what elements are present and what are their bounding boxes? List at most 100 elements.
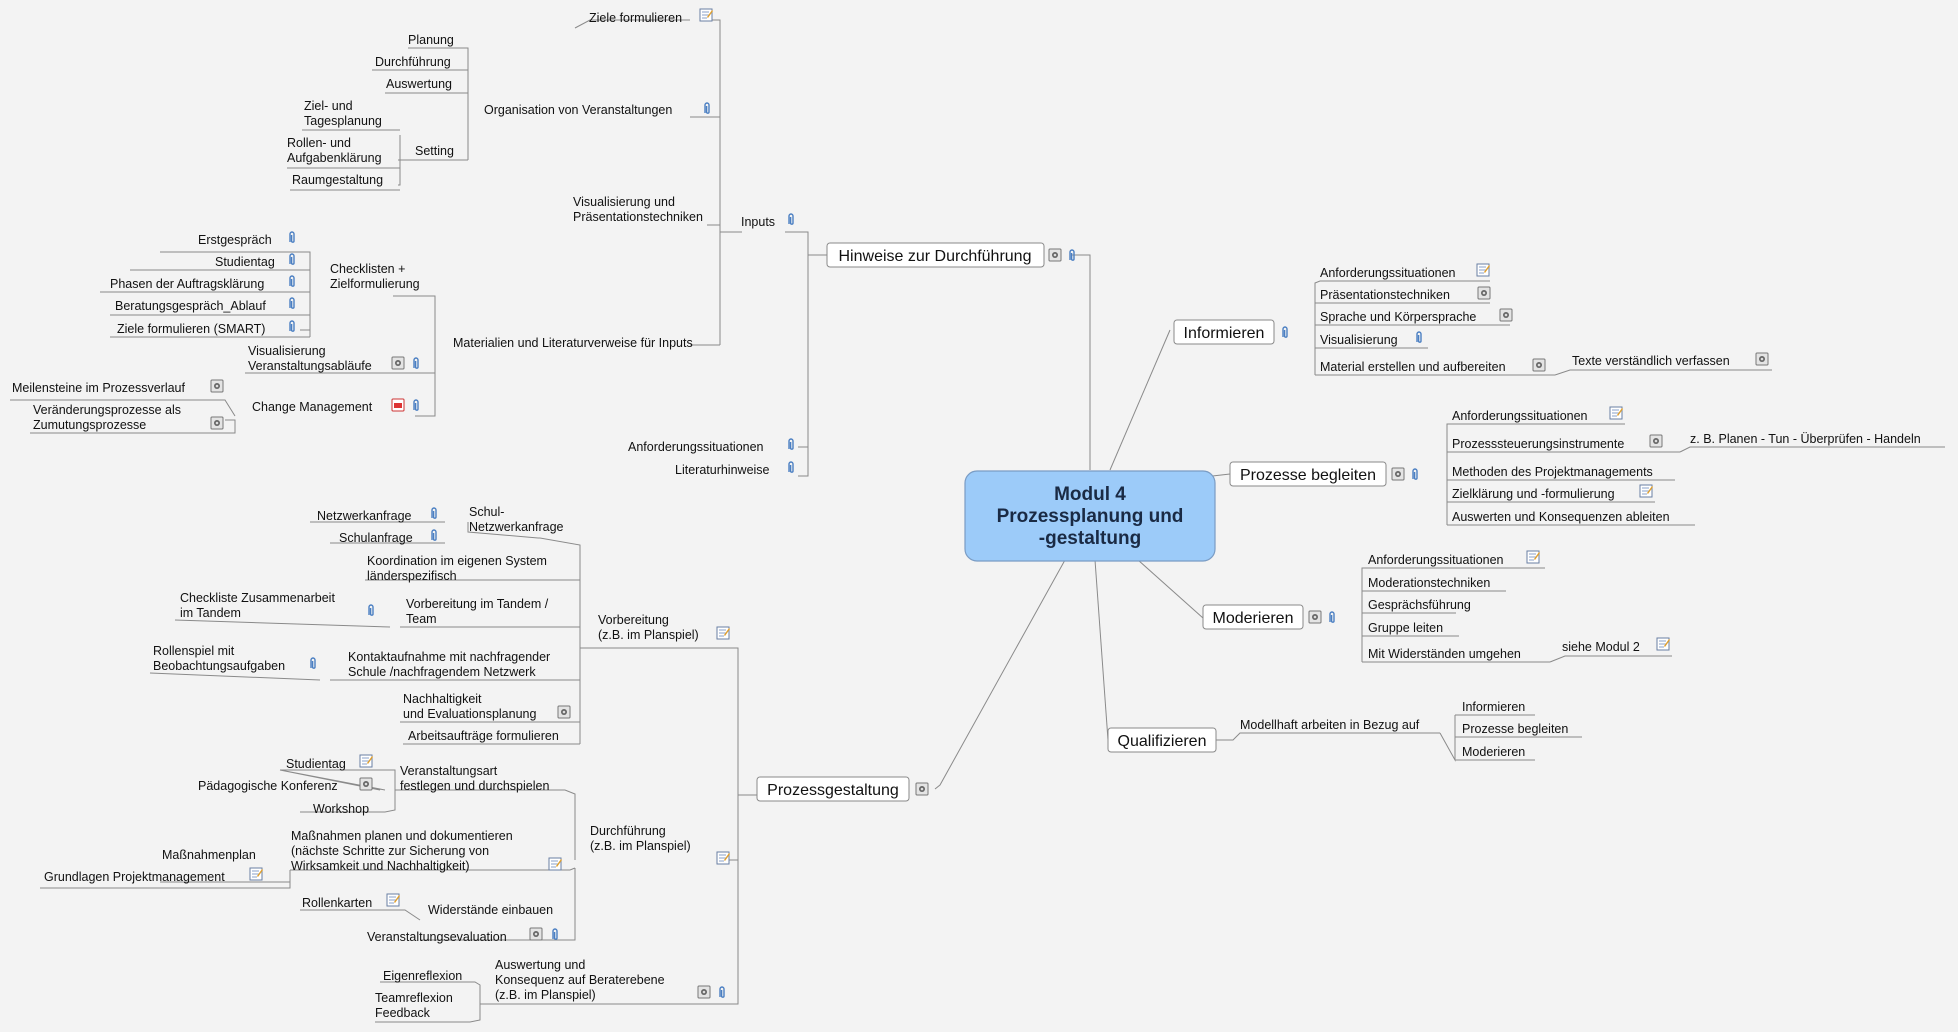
topic-schulanfrage[interactable]: Schulanfrage	[339, 531, 413, 545]
paperclip-icon[interactable]	[1069, 249, 1075, 261]
topic-inputs[interactable]: Inputs	[741, 215, 775, 229]
topic-workshop[interactable]: Workshop	[313, 802, 369, 816]
document-icon[interactable]	[1532, 358, 1546, 372]
paperclip-icon[interactable]	[289, 253, 295, 265]
paperclip-icon[interactable]	[431, 507, 437, 519]
topic-modul2[interactable]: siehe Modul 2	[1562, 640, 1640, 654]
note-icon[interactable]	[548, 857, 563, 871]
topic-studientag[interactable]: Studientag	[215, 255, 275, 269]
topic-rollenkarten[interactable]: Rollenkarten	[302, 896, 372, 910]
informieren-item[interactable]: Anforderungssituationen	[1320, 266, 1456, 280]
topic-meilensteine[interactable]: Meilensteine im Prozessverlauf	[12, 381, 186, 395]
document-icon[interactable]	[1499, 308, 1513, 322]
topic-visualisierung-1[interactable]: Visualisierung und	[573, 195, 675, 209]
topic-checkliste-1[interactable]: Checkliste Zusammenarbeit	[180, 591, 335, 605]
document-icon[interactable]	[557, 705, 571, 719]
moderieren-item[interactable]: Moderationstechniken	[1368, 576, 1490, 590]
topic-massn-1[interactable]: Maßnahmen planen und dokumentieren	[291, 829, 513, 843]
paperclip-icon[interactable]	[704, 102, 710, 114]
prozesse-item[interactable]: Methoden des Projektmanagements	[1452, 465, 1653, 479]
topic-organisation[interactable]: Organisation von Veranstaltungen	[484, 103, 672, 117]
paperclip-icon[interactable]	[1412, 468, 1418, 480]
prozesse-item[interactable]: Zielklärung und -formulierung	[1452, 487, 1615, 501]
note-icon[interactable]	[716, 626, 731, 640]
topic-nachhaltig-1[interactable]: Nachhaltigkeit	[403, 692, 482, 706]
central-topic[interactable]: Modul 4 Prozessplanung und -gestaltung	[964, 470, 1216, 562]
moderieren-item[interactable]: Anforderungssituationen	[1368, 553, 1504, 567]
topic-schul-1[interactable]: Schul-	[469, 505, 504, 519]
document-icon[interactable]	[210, 379, 224, 393]
note-icon[interactable]	[699, 8, 714, 22]
topic-erstgespraech[interactable]: Erstgespräch	[198, 233, 272, 247]
note-icon[interactable]	[1476, 263, 1491, 277]
topic-konferenz[interactable]: Pädagogische Konferenz	[198, 779, 338, 793]
document-icon[interactable]	[391, 356, 405, 370]
pdf-icon[interactable]	[391, 398, 405, 412]
paperclip-icon[interactable]	[289, 231, 295, 243]
topic-setting[interactable]: Setting	[415, 144, 454, 158]
prozesse-item[interactable]: Prozesssteuerungsinstrumente	[1452, 437, 1624, 451]
paperclip-icon[interactable]	[289, 275, 295, 287]
topic-anforderung[interactable]: Anforderungssituationen	[628, 440, 764, 454]
document-icon[interactable]	[1308, 610, 1322, 624]
paperclip-icon[interactable]	[1282, 326, 1288, 338]
topic-vorbereitung-1[interactable]: Vorbereitung	[598, 613, 669, 627]
topic-raum[interactable]: Raumgestaltung	[292, 173, 383, 187]
topic-team-1[interactable]: Teamreflexion	[375, 991, 453, 1005]
note-icon[interactable]	[1639, 484, 1654, 498]
branch-informieren[interactable]: Informieren	[1173, 319, 1275, 345]
document-icon[interactable]	[1477, 286, 1491, 300]
paperclip-icon[interactable]	[719, 986, 725, 998]
note-icon[interactable]	[359, 754, 374, 768]
topic-texte[interactable]: Texte verständlich verfassen	[1572, 354, 1730, 368]
topic-change[interactable]: Change Management	[252, 400, 373, 414]
topic-rollenspiel-1[interactable]: Rollenspiel mit	[153, 644, 235, 658]
document-icon[interactable]	[529, 927, 543, 941]
topic-art-1[interactable]: Veranstaltungsart	[400, 764, 498, 778]
topic-ziel-tages-1[interactable]: Ziel- und	[304, 99, 353, 113]
branch-qualifizieren[interactable]: Qualifizieren	[1107, 727, 1217, 753]
paperclip-icon[interactable]	[788, 461, 794, 473]
topic-grundlagen[interactable]: Grundlagen Projektmanagement	[44, 870, 225, 884]
topic-planung[interactable]: Planung	[408, 33, 454, 47]
topic-vis-ablauf-1[interactable]: Visualisierung	[248, 344, 326, 358]
topic-kontakt-1[interactable]: Kontaktaufnahme mit nachfragender	[348, 650, 550, 664]
topic-eigenreflexion[interactable]: Eigenreflexion	[383, 969, 462, 983]
note-icon[interactable]	[716, 851, 731, 865]
topic-beratung[interactable]: Beratungsgespräch_Ablauf	[115, 299, 266, 313]
paperclip-icon[interactable]	[1416, 331, 1422, 343]
topic-checklisten-1[interactable]: Checklisten +	[330, 262, 405, 276]
qualifizieren-item[interactable]: Moderieren	[1462, 745, 1525, 759]
topic-studientag-2[interactable]: Studientag	[286, 757, 346, 771]
document-icon[interactable]	[359, 777, 373, 791]
document-icon[interactable]	[1048, 248, 1062, 262]
branch-hinweise[interactable]: Hinweise zur Durchführung	[826, 242, 1045, 268]
informieren-item[interactable]: Präsentationstechniken	[1320, 288, 1450, 302]
topic-planen[interactable]: z. B. Planen - Tun - Überprüfen - Handel…	[1690, 432, 1921, 446]
paperclip-icon[interactable]	[289, 297, 295, 309]
paperclip-icon[interactable]	[552, 928, 558, 940]
prozesse-item[interactable]: Anforderungssituationen	[1452, 409, 1588, 423]
topic-modellhaft[interactable]: Modellhaft arbeiten in Bezug auf	[1240, 718, 1420, 732]
qualifizieren-item[interactable]: Informieren	[1462, 700, 1525, 714]
paperclip-icon[interactable]	[368, 604, 374, 616]
topic-durchf-1[interactable]: Durchführung	[590, 824, 666, 838]
topic-materialien[interactable]: Materialien und Literaturverweise für In…	[453, 336, 693, 350]
note-icon[interactable]	[1656, 637, 1671, 651]
topic-arbeitsauftraege[interactable]: Arbeitsaufträge formulieren	[408, 729, 559, 743]
document-icon[interactable]	[210, 416, 224, 430]
branch-moderieren[interactable]: Moderieren	[1202, 604, 1304, 630]
topic-tandem-1[interactable]: Vorbereitung im Tandem /	[406, 597, 549, 611]
topic-widerstaende[interactable]: Widerstände einbauen	[428, 903, 553, 917]
note-icon[interactable]	[386, 893, 401, 907]
document-icon[interactable]	[1649, 434, 1663, 448]
informieren-item[interactable]: Sprache und Körpersprache	[1320, 310, 1476, 324]
topic-ziele[interactable]: Ziele formulieren	[589, 11, 682, 25]
moderieren-item[interactable]: Mit Widerständen umgehen	[1368, 647, 1521, 661]
topic-smart[interactable]: Ziele formulieren (SMART)	[117, 322, 265, 336]
paperclip-icon[interactable]	[788, 438, 794, 450]
topic-massnahmenplan[interactable]: Maßnahmenplan	[162, 848, 256, 862]
topic-evaluation[interactable]: Veranstaltungsevaluation	[367, 930, 507, 944]
document-icon[interactable]	[1391, 467, 1405, 481]
note-icon[interactable]	[1609, 406, 1624, 420]
